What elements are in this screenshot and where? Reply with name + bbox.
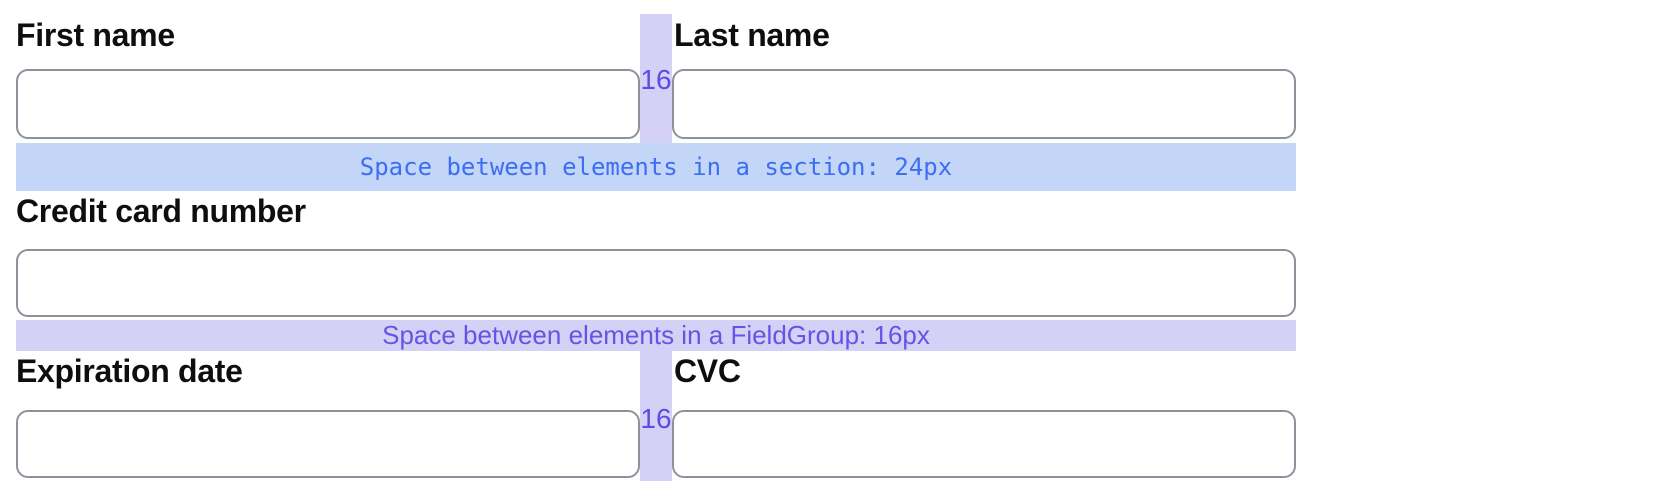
- last-name-label: Last name: [674, 17, 830, 53]
- credit-card-number-input[interactable]: [16, 249, 1296, 317]
- last-name-input[interactable]: [672, 69, 1296, 139]
- credit-card-number-label: Credit card number: [16, 193, 306, 229]
- fieldgroup-spacing-strip: Space between elements in a FieldGroup: …: [16, 320, 1296, 351]
- cvc-input[interactable]: [672, 410, 1296, 478]
- gap-value-label-top: 16: [640, 64, 672, 95]
- gap-value-label-bottom: 16: [640, 403, 672, 434]
- horizontal-gap-highlight-expiration-cvc: [640, 351, 672, 481]
- fieldgroup-spacing-strip-text: Space between elements in a FieldGroup: …: [382, 320, 930, 350]
- section-spacing-strip: Space between elements in a section: 24p…: [16, 143, 1296, 191]
- first-name-input[interactable]: [16, 69, 640, 139]
- cvc-label: CVC: [674, 353, 741, 389]
- expiration-date-input[interactable]: [16, 410, 640, 478]
- first-name-label: First name: [16, 17, 175, 53]
- horizontal-gap-highlight-names: [640, 14, 672, 143]
- section-spacing-strip-text: Space between elements in a section: 24p…: [359, 153, 953, 181]
- expiration-date-label: Expiration date: [16, 353, 243, 389]
